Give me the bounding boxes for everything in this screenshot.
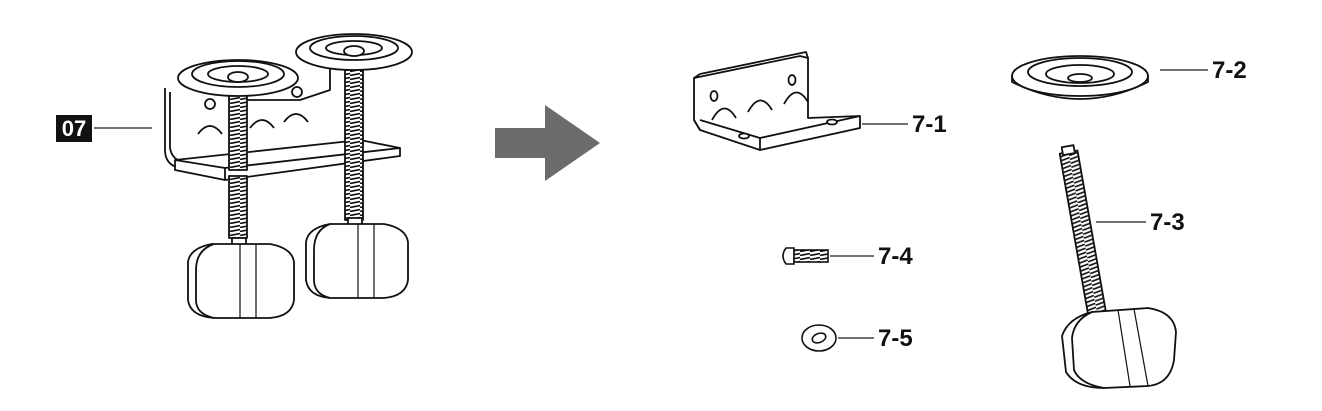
- assembly-badge: 07: [56, 115, 92, 142]
- part-label-flat-washer: 7-5: [878, 325, 913, 352]
- cup-washer-part: [1011, 55, 1149, 100]
- part-label-threaded-knob: 7-3: [1150, 209, 1185, 236]
- screw-part: [782, 247, 829, 265]
- part-label-screw: 7-4: [878, 243, 913, 270]
- part-label-bracket: 7-1: [912, 111, 947, 138]
- flat-washer-part: [801, 324, 837, 352]
- assembled-clamp: [164, 33, 413, 319]
- right-arrow-icon: [495, 105, 600, 181]
- part-label-cup-washer: 7-2: [1212, 57, 1247, 84]
- bracket-part: [693, 51, 861, 151]
- threaded-knob-part: [1058, 144, 1177, 389]
